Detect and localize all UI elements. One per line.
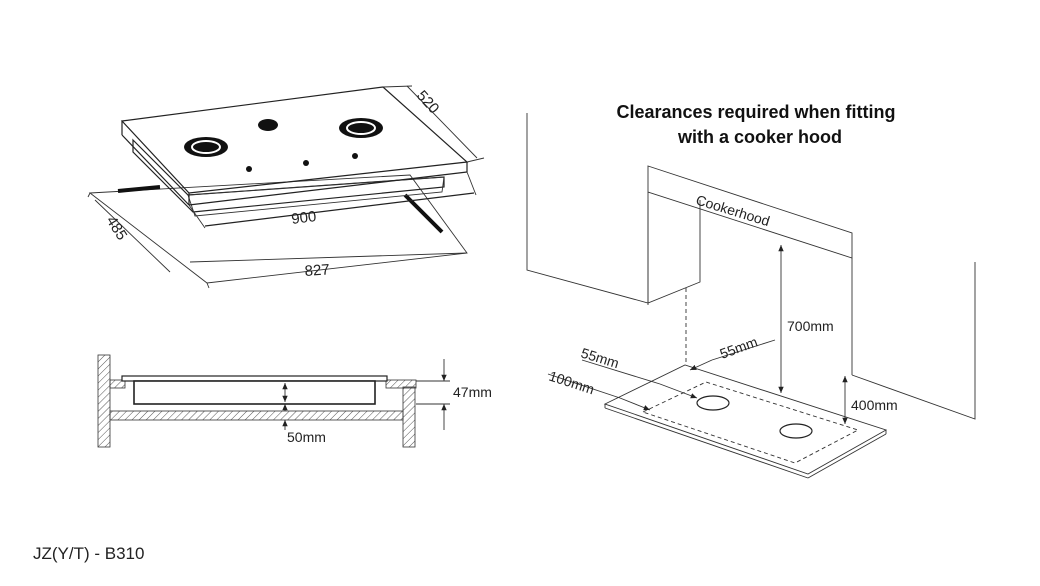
plan-burner-right-icon <box>779 423 813 439</box>
dim-55mm-left-label: 55mm <box>579 345 621 372</box>
dim-55mm-right-label: 55mm <box>718 333 760 361</box>
dim-100mm-label: 100mm <box>547 368 596 398</box>
dim-700mm-label: 700mm <box>787 318 834 334</box>
dim-400mm-label: 400mm <box>851 397 898 413</box>
dim-50mm-label: 50mm <box>287 429 326 445</box>
cutout-outline <box>88 174 468 284</box>
control-knob-icon <box>258 119 278 131</box>
section-view: 50mm 47mm <box>97 354 492 448</box>
clearance-view: Clearances required when fitting with a … <box>526 102 976 479</box>
title-line-1: Clearances required when fitting <box>616 102 895 122</box>
hob-isometric: 520 900 485 827 <box>87 85 485 289</box>
hob-glass <box>120 86 469 194</box>
burner-right-icon <box>339 118 383 138</box>
title-line-2: with a cooker hood <box>677 127 842 147</box>
plan-burner-left-icon <box>696 395 730 411</box>
dim-827-label: 827 <box>304 261 330 280</box>
dim-485-label: 485 <box>103 213 131 243</box>
model-number: JZ(Y/T) - B310 <box>33 544 145 563</box>
dim-520-label: 520 <box>413 87 442 117</box>
dim-900-label: 900 <box>290 208 317 228</box>
cookerhood-label: Cookerhood <box>694 192 772 230</box>
dim-47mm-label: 47mm <box>453 384 492 400</box>
burner-left-icon <box>184 137 228 157</box>
